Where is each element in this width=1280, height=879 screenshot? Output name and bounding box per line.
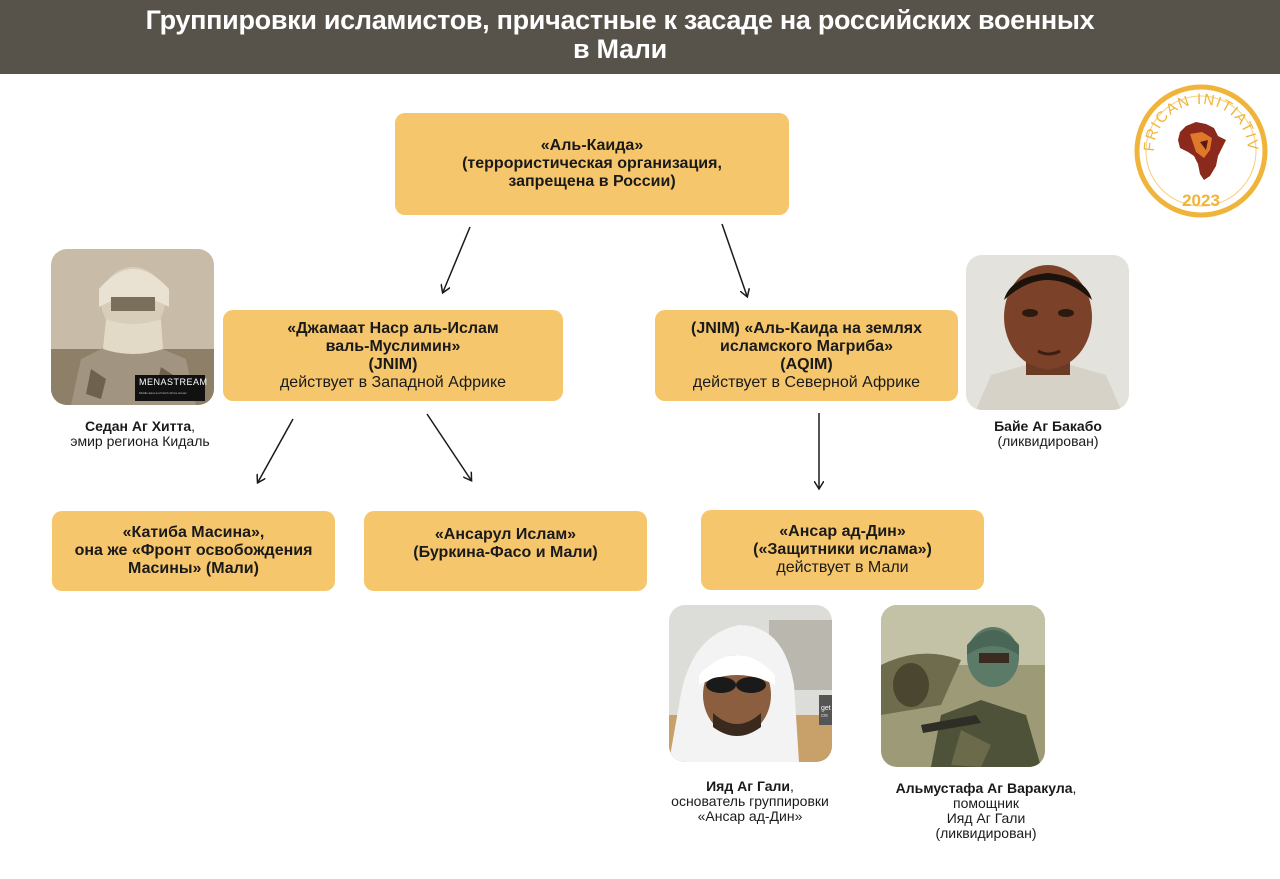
caption-iyad-ag-ghali: Ияд Аг Гали, основатель группировки «Анс… [640, 779, 860, 824]
caption-iyad-name-row: Ияд Аг Гали, [640, 779, 860, 794]
person-role-2: Ияд Аг Гали [946, 810, 1026, 826]
node-jnim-line4: действует в Западной Африке [279, 373, 507, 391]
node-ansar-dine-line3: действует в Мали [776, 559, 909, 576]
node-jnim-line3: (JNIM) [368, 355, 418, 373]
name-separator: , [790, 778, 794, 794]
node-aqim-line3: (AQIM) [780, 355, 833, 373]
person-name: Альмустафа Аг Варакула [895, 780, 1073, 796]
arrow-jnim-to-katiba [258, 418, 294, 482]
node-al-qaeda-line3: запрещена в России) [508, 173, 676, 190]
page-title: Группировки исламистов, причастные к зас… [60, 6, 1180, 64]
node-ansarul-line2: (Буркина-Фасо и Мали) [413, 544, 598, 561]
watermark-cre: cre [821, 713, 828, 719]
logo-year: 2023 [1182, 191, 1220, 210]
node-aqim: (JNIM) «Аль-Каида на землях исламского М… [655, 310, 958, 401]
name-separator: , [191, 418, 196, 434]
person-name: Седан Аг Хитта [84, 418, 192, 434]
caption-almustafa-name-row: Альмустафа Аг Варакула, [868, 781, 1104, 796]
node-jnim-line1: «Джамаат Наср аль-Ислам [287, 319, 499, 337]
portrait-image [966, 255, 1129, 410]
menastream-watermark: MENASTREAM [139, 377, 208, 387]
header-bar: Группировки исламистов, причастные к зас… [0, 0, 1280, 74]
node-al-qaeda-line2: (террористическая организация, [462, 155, 722, 172]
caption-almustafa-ag-warakula: Альмустафа Аг Варакула, помощник Ияд Аг … [868, 781, 1104, 841]
page-title-line2: в Мали [573, 34, 667, 64]
node-ansar-dine: «Ансар ад-Дин» («Защитники ислама») дейс… [701, 510, 984, 590]
africa-map-icon [1178, 122, 1226, 180]
page-title-line1: Группировки исламистов, причастные к зас… [145, 5, 1095, 35]
node-ansar-dine-line1: «Ансар ад-Дин» [779, 523, 906, 540]
portrait-image [881, 605, 1045, 767]
person-role: (ликвидирован) [997, 433, 1099, 449]
node-ansarul-islam: «Ансарул Ислам» (Буркина-Фасо и Мали) [364, 511, 647, 591]
portrait-image [51, 249, 214, 405]
photo-almustafa-ag-warakula [881, 605, 1045, 767]
person-role: помощник [953, 795, 1019, 811]
node-al-qaeda-line1: «Аль-Каида» [540, 137, 644, 154]
node-ansarul-line1: «Ансарул Ислам» [434, 526, 577, 543]
person-role-3: (ликвидирован) [935, 825, 1037, 841]
name-separator: , [1072, 780, 1077, 796]
person-role-2: «Ансар ад-Дин» [697, 808, 803, 824]
node-katiba-line1: «Катиба Масина», [122, 524, 265, 541]
node-aqim-line2: исламского Магриба» [720, 337, 893, 355]
watermark-get: get [821, 705, 831, 712]
node-al-qaeda: «Аль-Каида» (террористическая организаци… [395, 113, 789, 215]
person-role: основатель группировки [671, 793, 829, 809]
caption-sedan-name-row: Седан Аг Хитта, [40, 419, 240, 434]
node-jnim: «Джамаат Наср аль-Ислам валь-Муслимин» (… [223, 310, 563, 401]
node-aqim-line1: (JNIM) «Аль-Каида на землях [691, 319, 922, 337]
node-jnim-line2: валь-Муслимин» [325, 337, 461, 355]
node-katiba-masina: «Катиба Масина», она же «Фронт освобожде… [52, 511, 335, 591]
node-katiba-line3: Масины» (Мали) [128, 560, 259, 577]
node-aqim-line4: действует в Северной Африке [692, 373, 921, 391]
person-name: Ияд Аг Гали [706, 778, 790, 794]
node-ansar-dine-line2: («Защитники ислама») [753, 541, 932, 558]
portrait-image [669, 605, 832, 762]
african-initiative-logo: AFRICAN INITIATIVE 2023 [1134, 84, 1268, 218]
arrow-jnim-to-ansarul [426, 413, 471, 480]
photo-iyad-ag-ghali: get cre [669, 605, 832, 762]
node-katiba-line2: она же «Фронт освобождения [74, 542, 313, 559]
photo-sedan-ag-hitta: MENASTREAM Middle East and North Africa … [51, 249, 214, 405]
person-name: Байе Аг Бакабо [994, 418, 1102, 434]
arrow-alqaeda-to-jnim [443, 226, 471, 292]
menastream-watermark-sub: Middle East and North Africa stream [139, 391, 188, 395]
caption-baye-ag-bakabo: Байе Аг Бакабо (ликвидирован) [948, 419, 1148, 449]
arrow-alqaeda-to-aqim [721, 223, 747, 296]
person-role: эмир региона Кидаль [70, 433, 210, 449]
caption-sedan-ag-hitta: Седан Аг Хитта, эмир региона Кидаль [40, 419, 240, 449]
photo-baye-ag-bakabo [966, 255, 1129, 410]
